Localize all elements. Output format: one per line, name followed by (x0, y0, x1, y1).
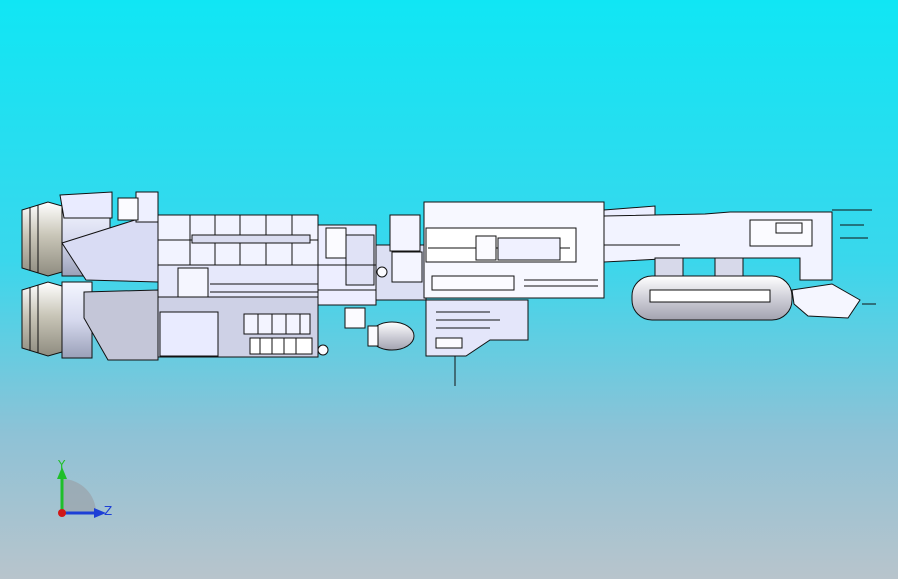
rear-upper-armor (59, 191, 113, 219)
y-axis-label: Y (57, 458, 66, 472)
rear-lower-armor (83, 289, 159, 361)
ship-model[interactable] (21, 191, 876, 386)
z-axis-label: Z (104, 504, 112, 518)
orientation-triad: Y Z (57, 458, 112, 518)
triad-background-arc (62, 479, 96, 513)
lower-engine (21, 281, 93, 359)
nose (791, 283, 861, 319)
x-axis-icon (58, 509, 66, 517)
